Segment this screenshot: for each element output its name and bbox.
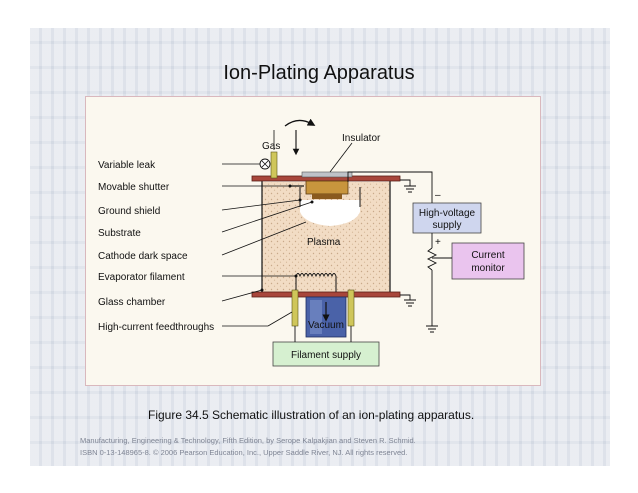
filament-supply-box xyxy=(272,341,380,367)
ground-icon-mid xyxy=(400,294,416,307)
insulator-block xyxy=(301,171,353,178)
substrate-block xyxy=(312,194,342,199)
movable-shutter-label: Movable shutter xyxy=(98,182,170,193)
feedthrough-left xyxy=(291,289,299,327)
feedthrough-right xyxy=(347,289,355,327)
minus-label: – xyxy=(435,190,441,201)
resistor-icon xyxy=(426,247,438,271)
leader-lines xyxy=(221,142,353,327)
valve-cross-icon xyxy=(261,160,269,168)
insulator-label: Insulator xyxy=(342,133,381,144)
plasma-label: Plasma xyxy=(307,237,341,248)
leader-dots xyxy=(260,184,314,292)
ground-icon-top xyxy=(400,179,416,193)
high-voltage-supply-box xyxy=(412,202,482,234)
high-current-feedthroughs-label: High-current feedthroughs xyxy=(98,322,214,333)
figure-caption: Figure 34.5 Schematic illustration of an… xyxy=(148,408,475,422)
glass-chamber-label: Glass chamber xyxy=(98,297,166,308)
current-monitor-box-line2: monitor xyxy=(471,263,505,274)
evaporator-filament-icon xyxy=(295,273,337,278)
vacuum-label: Vacuum xyxy=(308,320,344,331)
ground-shield xyxy=(299,187,361,207)
cathode-dark-space-label: Cathode dark space xyxy=(98,251,188,262)
ground-icon-bottom xyxy=(426,325,438,333)
plus-label: + xyxy=(435,237,441,248)
bottom-plate xyxy=(251,291,401,298)
current-monitor-box-line1: Current xyxy=(471,250,505,261)
high-voltage-box-line1: High-voltage xyxy=(419,208,476,219)
current-monitor-box xyxy=(451,242,525,280)
cathode-dark-space xyxy=(300,200,360,226)
credit-line-2: ISBN 0-13-148965-8. © 2006 Pearson Educa… xyxy=(80,448,408,457)
gas-inlet-pipe xyxy=(270,151,278,179)
credit-line-1: Manufacturing, Engineering & Technology,… xyxy=(80,436,416,445)
hv-negative-wire xyxy=(347,171,433,203)
filament-supply-box-label: Filament supply xyxy=(291,350,361,361)
slide-title: Ion-Plating Apparatus xyxy=(223,62,415,84)
ground-shield-label: Ground shield xyxy=(98,206,160,217)
evaporator-filament-label: Evaporator filament xyxy=(98,272,185,283)
high-voltage-box-line2: supply xyxy=(433,220,462,231)
substrate-holder xyxy=(305,180,349,195)
variable-leak-label: Variable leak xyxy=(98,160,156,171)
gas-label: Gas xyxy=(262,141,280,152)
rotation-arrow-icon xyxy=(284,118,316,127)
substrate-label: Substrate xyxy=(98,228,141,239)
vacuum-port-highlight xyxy=(310,300,322,334)
